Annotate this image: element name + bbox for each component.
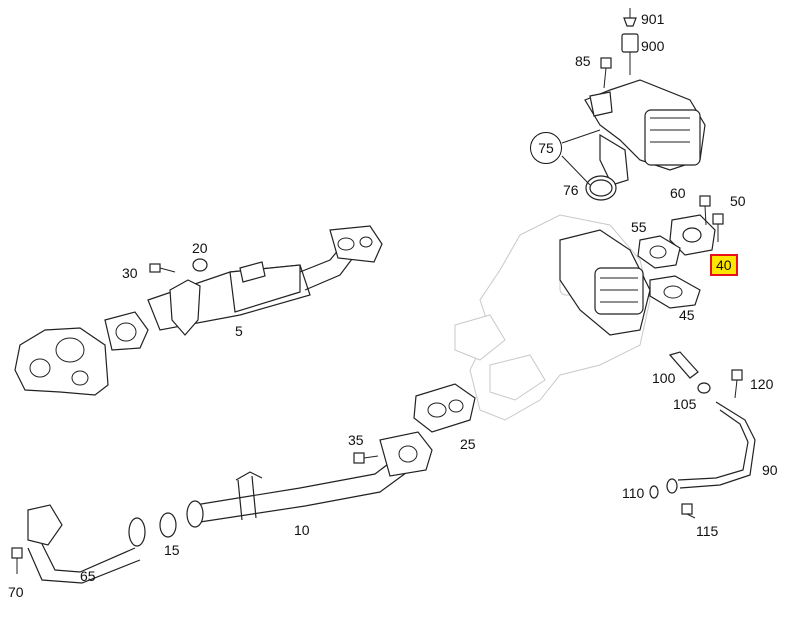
gasket-55[interactable] (637, 235, 681, 269)
clamp-20[interactable] (192, 258, 208, 272)
bolt-60[interactable] (699, 195, 711, 226)
bolt-120[interactable] (731, 369, 743, 399)
callout-110[interactable]: 110 (622, 485, 645, 501)
pipe-90[interactable] (666, 401, 756, 494)
connector-pin[interactable] (623, 8, 637, 27)
sleeve-100[interactable] (668, 351, 699, 379)
callout-901[interactable]: 901 (641, 11, 665, 27)
callout-115[interactable]: 115 (696, 523, 719, 539)
bolt-35[interactable] (353, 452, 379, 464)
bolt-115[interactable] (681, 503, 696, 519)
bolt-50[interactable] (712, 213, 724, 242)
callout-35[interactable]: 35 (348, 432, 364, 448)
callout-15[interactable]: 15 (164, 542, 180, 558)
egr-valve[interactable] (584, 79, 706, 186)
washer-110[interactable] (649, 485, 659, 499)
callout-25[interactable]: 25 (460, 436, 476, 452)
bolt-70[interactable] (11, 547, 23, 574)
callout-100[interactable]: 100 (652, 370, 676, 386)
callout-40-highlighted[interactable]: 40 (710, 254, 738, 276)
callout-900[interactable]: 900 (641, 38, 665, 54)
nut-105[interactable] (697, 382, 711, 394)
callout-10[interactable]: 10 (294, 522, 310, 538)
bolt-85[interactable] (600, 57, 612, 89)
clamp-15[interactable] (159, 512, 177, 538)
callout-65[interactable]: 65 (80, 568, 96, 584)
callout-60[interactable]: 60 (670, 185, 686, 201)
callout-55[interactable]: 55 (631, 219, 647, 235)
o-ring-76[interactable] (585, 175, 617, 201)
callout-85[interactable]: 85 (575, 53, 591, 69)
adapter-plate[interactable] (669, 214, 716, 256)
callout-90[interactable]: 90 (762, 462, 778, 478)
callout-20[interactable]: 20 (192, 240, 208, 256)
gasket-45[interactable] (649, 275, 701, 309)
leader-75 (561, 129, 601, 186)
bolt-30[interactable] (149, 263, 176, 273)
callout-75[interactable]: 75 (530, 132, 562, 164)
electrical-connector[interactable] (621, 33, 639, 75)
callout-70[interactable]: 70 (8, 584, 24, 600)
front-pipe-65[interactable] (27, 504, 146, 584)
egr-cooler-5[interactable] (104, 225, 383, 351)
gasket-25[interactable] (413, 383, 476, 433)
exhaust-pipe-10[interactable] (186, 431, 433, 528)
callout-5[interactable]: 5 (235, 323, 243, 339)
egr-housing-lower[interactable] (559, 229, 651, 336)
callout-45[interactable]: 45 (679, 307, 695, 323)
exhaust-manifold-left[interactable] (14, 327, 109, 396)
callout-30[interactable]: 30 (122, 265, 138, 281)
callout-76[interactable]: 76 (563, 182, 579, 198)
callout-120[interactable]: 120 (750, 376, 774, 392)
callout-105[interactable]: 105 (673, 396, 697, 412)
callout-50[interactable]: 50 (730, 193, 746, 209)
